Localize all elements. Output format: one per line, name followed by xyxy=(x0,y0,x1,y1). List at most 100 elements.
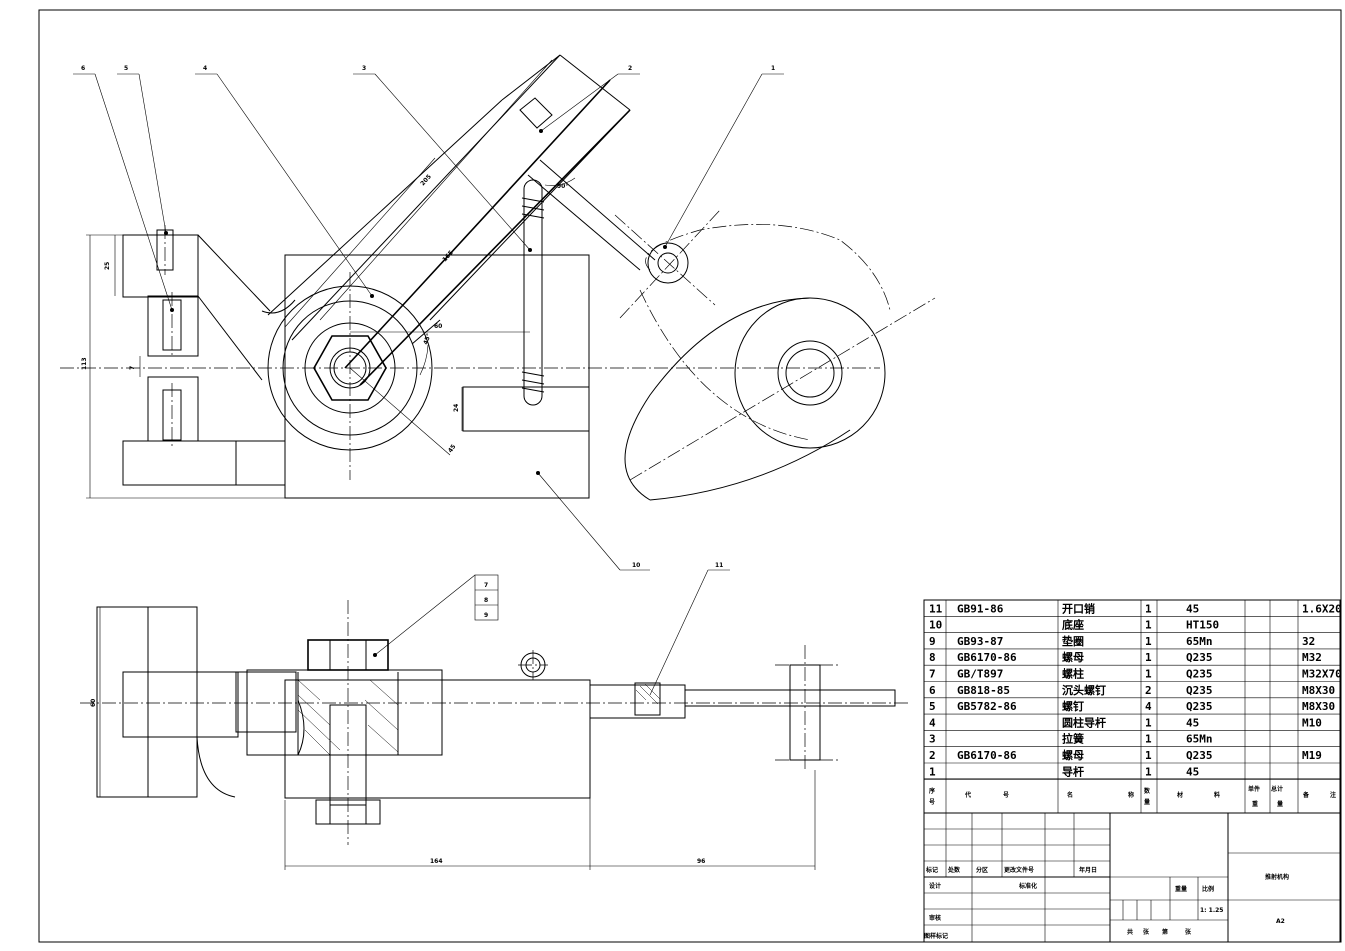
hdr-no-a: 序 xyxy=(928,787,935,795)
hdr-mat-b: 料 xyxy=(1214,791,1220,799)
clamp-block xyxy=(96,606,198,798)
bom-cell-qty: 4 xyxy=(1145,700,1152,713)
bom-cell-qty: 1 xyxy=(1145,733,1152,746)
hdr-code-b: 号 xyxy=(1003,791,1009,799)
bom-cell-name: 螺母 xyxy=(1062,650,1084,664)
bom-cell-code: GB6170-86 xyxy=(957,749,1017,762)
part-label-5: 5 xyxy=(124,65,128,72)
tb-chushu: 处数 xyxy=(947,866,961,874)
tb-gengai: 更改文件号 xyxy=(1004,866,1034,874)
dimension-labels: 205 165 60 25 7 113 24 45° 90° 45 60 164… xyxy=(81,173,705,865)
bom-cell-no: 3 xyxy=(929,733,936,746)
bom-cell-name: 拉簧 xyxy=(1062,732,1084,746)
bom-cell-name: 开口销 xyxy=(1062,601,1095,615)
tb-nianyueri: 年月日 xyxy=(1079,866,1097,874)
bom-cell-material: 65Mn xyxy=(1186,635,1213,648)
hdr-no-b: 号 xyxy=(929,798,935,806)
part-leaders xyxy=(73,73,784,696)
part-label-3: 3 xyxy=(362,65,366,72)
bom-cell-qty: 1 xyxy=(1145,668,1152,681)
roller xyxy=(734,297,886,449)
dim-25: 25 xyxy=(104,262,111,270)
dimensions xyxy=(86,59,816,870)
dim-205: 205 xyxy=(419,173,433,187)
bom-cell-qty: 1 xyxy=(1145,749,1152,762)
countersunk-screw xyxy=(156,225,182,447)
bom-cell-no: 5 xyxy=(929,700,936,713)
tb-zhang2: 张 xyxy=(1185,928,1192,936)
bom-cell-code: GB/T897 xyxy=(957,668,1003,681)
bom-cell-no: 1 xyxy=(929,765,936,778)
bom-cell-material: 65Mn xyxy=(1186,733,1213,746)
dim-113: 113 xyxy=(81,357,88,370)
bracket-block xyxy=(122,440,286,486)
tb-sheji: 设计 xyxy=(929,882,941,890)
bom-cell-note: M32 xyxy=(1302,651,1322,664)
tb-biaoji: 标记 xyxy=(925,866,938,874)
hdr-qty-a: 数 xyxy=(1144,787,1151,795)
spring xyxy=(521,179,545,406)
bom-cell-no: 4 xyxy=(929,716,936,729)
drawing-border xyxy=(38,9,1342,943)
bom-cell-qty: 1 xyxy=(1145,651,1152,664)
bom-cell-code: GB5782-86 xyxy=(957,700,1017,713)
bom-cell-material: Q235 xyxy=(1186,651,1213,664)
dim-45deg: 45° xyxy=(422,333,432,346)
dim-90deg: 90° xyxy=(557,183,568,190)
bom-cell-no: 9 xyxy=(929,635,936,648)
part-label-11: 11 xyxy=(715,562,723,569)
bom-cell-material: 45 xyxy=(1186,602,1199,615)
tb-title: 推射机构 xyxy=(1265,873,1289,881)
bom-cell-material: Q235 xyxy=(1186,684,1213,697)
bom-cell-code: GB6170-86 xyxy=(957,651,1017,664)
bom-cell-qty: 1 xyxy=(1145,716,1152,729)
bom-cell-note: M32X70 xyxy=(1302,668,1342,681)
hdr-name-a: 名 xyxy=(1067,791,1073,799)
bom-cell-qty: 1 xyxy=(1145,619,1152,632)
bom-cell-no: 2 xyxy=(929,749,936,762)
top-view xyxy=(60,54,936,501)
bom-cell-note: 1.6X20 xyxy=(1302,602,1342,615)
bom-cell-code: GB93-87 xyxy=(957,635,1003,648)
bom-cell-note: M10 xyxy=(1302,716,1322,729)
swing-arm xyxy=(267,54,631,386)
hdr-mat-a: 材 xyxy=(1176,791,1183,799)
hex-nut-front xyxy=(307,639,389,671)
bom-cell-name: 底座 xyxy=(1062,618,1084,632)
tb-sheet: A2 xyxy=(1276,918,1285,925)
hdr-note-b: 注 xyxy=(1330,791,1336,799)
dim-96: 96 xyxy=(697,858,705,865)
title-block: 标记 处数 分区 更改文件号 年月日 设计 标准化 审核 图样标记 重量 比例 … xyxy=(923,812,1341,943)
bom-cell-qty: 2 xyxy=(1145,684,1152,697)
hdr-tot-a: 总计 xyxy=(1271,785,1283,793)
bom-cell-note: M8X30 xyxy=(1302,700,1335,713)
bom-cell-name: 螺钉 xyxy=(1062,699,1084,713)
bom-cell-material: 45 xyxy=(1186,716,1199,729)
bom-cell-qty: 1 xyxy=(1145,602,1152,615)
dim-side: 60 xyxy=(90,699,97,707)
bom-cell-no: 6 xyxy=(929,684,936,697)
bom-cell-code: GB818-85 xyxy=(957,684,1010,697)
part-label-7: 7 xyxy=(484,582,488,589)
tb-tuyang: 图样标记 xyxy=(924,932,948,940)
bom-cell-no: 7 xyxy=(929,668,936,681)
bom-cell-name: 螺柱 xyxy=(1062,667,1084,681)
bom-cell-code: GB91-86 xyxy=(957,602,1004,615)
bom-cell-material: HT150 xyxy=(1186,619,1219,632)
tb-di: 第 xyxy=(1161,928,1168,936)
bom-cell-name: 垫圈 xyxy=(1062,634,1084,648)
hatched-section xyxy=(297,600,399,845)
bom-cell-no: 10 xyxy=(929,619,942,632)
tb-shenhe: 审核 xyxy=(929,914,941,922)
part-label-6: 6 xyxy=(81,65,85,72)
hdr-note-a: 备 xyxy=(1302,791,1310,799)
hdr-unit-a: 单件 xyxy=(1248,785,1260,793)
dim-45: 45 xyxy=(447,443,458,454)
bom-cell-no: 8 xyxy=(929,651,936,664)
hdr-qty-b: 量 xyxy=(1144,798,1150,806)
bom-cell-note: 32 xyxy=(1302,635,1315,648)
front-view xyxy=(80,600,910,845)
tb-gong: 共 xyxy=(1127,928,1133,936)
part-label-4: 4 xyxy=(203,65,207,72)
